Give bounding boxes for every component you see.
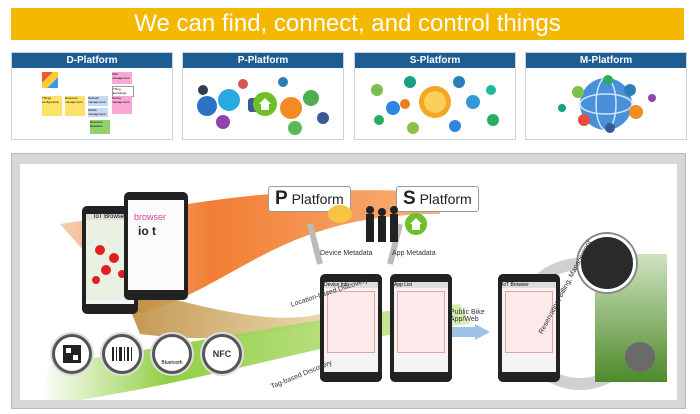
s-letter: S: [403, 188, 416, 209]
browser-screen: browser io t: [128, 200, 184, 290]
page-banner: We can find, connect, and control things: [11, 8, 684, 40]
d-box-5: Web management: [112, 72, 132, 84]
device-info-body: [327, 291, 375, 353]
iot-label: io t: [138, 224, 156, 238]
app-list-phone: App List: [390, 274, 452, 382]
public-bike-title: IoT Browser: [502, 282, 556, 288]
p-letter: P: [275, 188, 288, 209]
public-bike-caption: Public Bike App/Web: [450, 309, 485, 323]
app-list-screen: App List: [394, 282, 448, 372]
cube-icon: [42, 72, 58, 88]
app-list-title: App List: [394, 282, 448, 288]
nfc-icon: NFC: [202, 334, 242, 374]
s-platform-title: S-Platform: [355, 53, 515, 68]
device-info-screen: Device Info: [324, 282, 378, 372]
device-info-title: Device Info: [324, 282, 378, 288]
service-icons-cluster: [371, 76, 499, 134]
s-platform-card[interactable]: S-Platform: [354, 52, 516, 140]
public-bike-screen: IoT Browser: [502, 282, 556, 372]
architecture-diagram: IoT Browser browser io t P Platform S Pl…: [20, 164, 677, 400]
public-bike-body: [505, 291, 553, 353]
p-platform-title: P-Platform: [183, 53, 343, 68]
d-box-6: Device management: [112, 96, 132, 114]
m-platform-title: M-Platform: [526, 53, 686, 68]
d-platform-card[interactable]: D-Platform Things configuration Resource…: [11, 52, 173, 140]
public-bike-phone: IoT Browser: [498, 274, 560, 382]
d-box-2: Resource management: [65, 96, 85, 116]
m-platform-card[interactable]: M-Platform: [525, 52, 687, 140]
qr-code-icon: [52, 334, 92, 374]
d-platform-diagram: Things configuration Resource management…: [12, 68, 172, 139]
p-platform-icons: [183, 68, 343, 139]
d-platform-title: D-Platform: [12, 53, 172, 68]
globe-icon: [558, 75, 656, 133]
d-box-1: Things configuration: [42, 96, 62, 116]
d-box-3: Network management: [88, 96, 108, 106]
expand-icon: [625, 342, 655, 372]
p-platform-card[interactable]: P-Platform: [182, 52, 344, 140]
s-rest: Platform: [419, 191, 472, 207]
d-box-8: Resource allocation: [90, 120, 110, 134]
s-platform-icons: [355, 68, 515, 139]
app-list-body: [397, 291, 445, 353]
m-platform-globe: [526, 68, 686, 139]
architecture-panel: IoT Browser browser io t P Platform S Pl…: [11, 153, 686, 409]
browser-phone: browser io t: [124, 192, 188, 300]
device-metadata-caption: Device Metadata: [320, 250, 373, 257]
banner-title: We can find, connect, and control things: [134, 10, 561, 37]
control-hub-icon: [578, 234, 636, 292]
s-platform-label: S Platform: [396, 186, 479, 212]
people-silhouettes: [328, 205, 427, 242]
bluetooth-label: Bluetooth: [161, 360, 183, 366]
device-info-phone: Device Info: [320, 274, 382, 382]
bluetooth-icon: Bluetooth: [152, 334, 192, 374]
barcode-icon: [102, 334, 142, 374]
p-rest: Platform: [291, 191, 344, 207]
social-icons-cluster: [197, 77, 329, 135]
iot-browser-title: IoT Browser: [86, 214, 134, 220]
nfc-label: NFC: [212, 349, 232, 359]
app-metadata-caption: App Metadata: [392, 250, 436, 257]
browser-label: browser: [134, 212, 167, 222]
d-box-7: Mobile management: [88, 108, 108, 117]
